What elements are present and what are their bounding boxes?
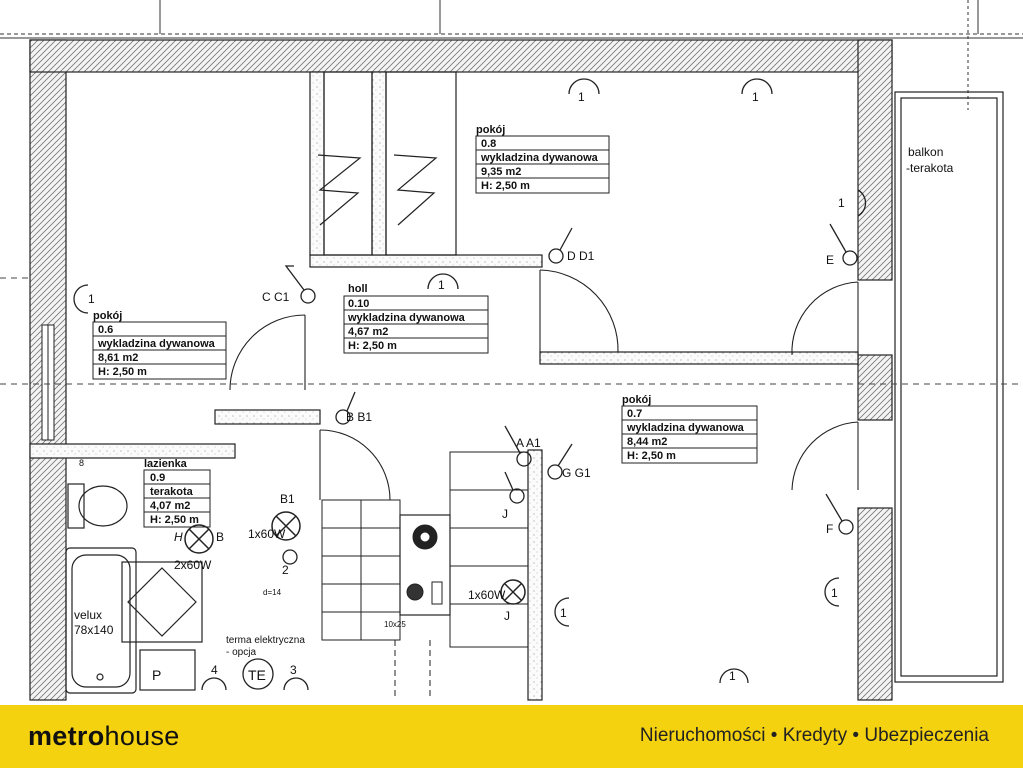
footer-tagline: Nieruchomości • Kredyty • Ubezpieczenia bbox=[639, 725, 989, 746]
room-pokoj-06-name: pokój bbox=[93, 310, 122, 322]
room-holl-height: H: 2,50 m bbox=[348, 340, 397, 352]
vent-label: 8 bbox=[79, 458, 84, 468]
floor-plan: pokój 0.6 wykladzina dywanowa 8,61 m2 H:… bbox=[0, 0, 1023, 701]
room-pokoj-08-name: pokój bbox=[476, 124, 505, 136]
num-2-label: 2 bbox=[282, 563, 289, 577]
num-1-right: 1 bbox=[838, 196, 845, 210]
room-lazienka-number: 0.9 bbox=[150, 472, 165, 484]
footer-banner: metrohouse Nieruchomości • Kredyty • Ube… bbox=[0, 705, 1023, 768]
room-pokoj-07-area: 8,44 m2 bbox=[627, 436, 667, 448]
room-holl-floor: wykladzina dywanowa bbox=[347, 312, 466, 324]
room-lazienka-height: H: 2,50 m bbox=[150, 514, 199, 526]
room-pokoj-07-height: H: 2,50 m bbox=[627, 450, 676, 462]
num-1-bottom: 1 bbox=[729, 669, 736, 683]
logo-light: house bbox=[104, 721, 180, 751]
num-1-top-b: 1 bbox=[752, 90, 759, 104]
room-pokoj-06-area: 8,61 m2 bbox=[98, 352, 138, 364]
door-mark-a: A A1 bbox=[516, 436, 541, 450]
num-1-left: 1 bbox=[88, 292, 95, 306]
dim-b-label: 10x25 bbox=[384, 620, 406, 629]
room-pokoj-08-number: 0.8 bbox=[481, 138, 496, 150]
room-pokoj-06-number: 0.6 bbox=[98, 324, 113, 336]
boiler-symbol: TE bbox=[248, 667, 266, 683]
boiler-label-2: - opcja bbox=[226, 647, 256, 658]
room-holl-name: holl bbox=[348, 283, 368, 295]
door-marks: C C1 D D1 B B1 A A1 G G1 E F bbox=[262, 249, 834, 536]
room-pokoj-06-floor: wykladzina dywanowa bbox=[97, 338, 216, 350]
lamp-hall-label: 1x60W bbox=[468, 588, 506, 602]
lamp-symbols bbox=[184, 511, 526, 605]
staircase bbox=[321, 451, 529, 700]
wardrobes bbox=[317, 71, 457, 256]
velux-label-2: 78x140 bbox=[74, 623, 114, 637]
panel-label: P bbox=[152, 667, 161, 683]
boiler-label-1: terma elektryczna bbox=[226, 635, 305, 646]
room-holl-number: 0.10 bbox=[348, 298, 369, 310]
switch-j-label-a: J bbox=[502, 507, 508, 521]
switch-b1-label: B1 bbox=[280, 492, 295, 506]
balcony-name: balkon bbox=[908, 145, 943, 159]
room-pokoj-07-name: pokój bbox=[622, 394, 651, 406]
room-pokoj-08-area: 9,35 m2 bbox=[481, 166, 521, 178]
balcony-label: balkon -terakota bbox=[906, 145, 954, 175]
num-1-room7: 1 bbox=[831, 586, 838, 600]
velux-label-1: velux bbox=[74, 608, 102, 622]
door-mark-e: E bbox=[826, 253, 834, 267]
door-mark-g: G G1 bbox=[562, 466, 591, 480]
num-1-stair: 1 bbox=[560, 606, 567, 620]
metrohouse-logo: metrohouse bbox=[28, 721, 180, 752]
door-mark-c: C C1 bbox=[262, 290, 290, 304]
room-label-boxes bbox=[92, 135, 758, 528]
switch-b-label: B bbox=[216, 530, 224, 544]
room-holl-area: 4,67 m2 bbox=[348, 326, 388, 338]
door-mark-b: B B1 bbox=[346, 410, 372, 424]
door-mark-d: D D1 bbox=[567, 249, 595, 263]
room-lazienka-area: 4,07 m2 bbox=[150, 500, 190, 512]
socket-marks bbox=[73, 78, 867, 691]
num-3-label: 3 bbox=[290, 663, 297, 677]
balcony-outline bbox=[894, 91, 1004, 683]
num-1-top-a: 1 bbox=[578, 90, 585, 104]
switch-h-label: H bbox=[174, 530, 183, 544]
fixture-labels: 1 1 1 1 1 1 1 1 H B 2x60W B1 1x60W 2 1x6… bbox=[74, 90, 845, 683]
bathroom-fixtures bbox=[65, 483, 203, 694]
num-4-label: 4 bbox=[211, 663, 218, 677]
section-lines bbox=[0, 277, 1023, 385]
room-pokoj-06-height: H: 2,50 m bbox=[98, 366, 147, 378]
room-pokoj-08-floor: wykladzina dywanowa bbox=[480, 152, 599, 164]
dim-a-label: d=14 bbox=[263, 588, 282, 597]
logo-bold: metro bbox=[28, 721, 105, 751]
lamp-stair-label: 1x60W bbox=[248, 527, 286, 541]
door-mark-f: F bbox=[826, 522, 833, 536]
num-1-hall: 1 bbox=[438, 278, 445, 292]
room-label-texts: pokój 0.6 wykladzina dywanowa 8,61 m2 H:… bbox=[93, 124, 745, 526]
balcony-floor: -terakota bbox=[906, 161, 954, 175]
window-left bbox=[41, 324, 55, 441]
room-lazienka-floor: terakota bbox=[150, 486, 194, 498]
lamp-bath-label: 2x60W bbox=[174, 558, 212, 572]
door-swings bbox=[229, 269, 859, 501]
walls bbox=[29, 39, 893, 701]
room-pokoj-07-number: 0.7 bbox=[627, 408, 642, 420]
room-lazienka-name: lazienka bbox=[144, 458, 188, 470]
room-pokoj-07-floor: wykladzina dywanowa bbox=[626, 422, 745, 434]
switch-j-label-b: J bbox=[504, 609, 510, 623]
room-pokoj-08-height: H: 2,50 m bbox=[481, 180, 530, 192]
